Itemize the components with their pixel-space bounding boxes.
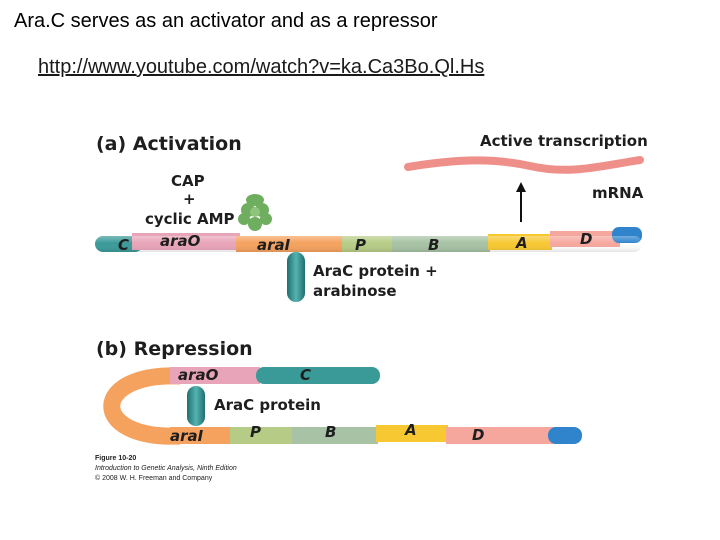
segment-d-a: D <box>580 230 592 248</box>
slide-title: Ara.C serves as an activator and as a re… <box>14 10 438 32</box>
segment-b-a: B <box>428 236 439 254</box>
dna-repression-loop <box>103 367 582 445</box>
segment-a-b: A <box>404 421 417 439</box>
figure-caption-book: Introduction to Genetic Analysis, Ninth … <box>95 465 237 472</box>
arac-protein-activation <box>287 252 305 302</box>
segment-arai-a: araI <box>257 236 291 254</box>
youtube-link[interactable]: http://www.youtube.com/watch?v=ka.Ca3Bo.… <box>38 56 485 78</box>
segment-p-b: P <box>250 423 261 441</box>
segment-c-a: C <box>118 236 129 254</box>
arac-arabinose-label-1: AraC protein + <box>313 262 438 280</box>
arac-protein-label: AraC protein <box>214 396 321 414</box>
segment-b-b: B <box>325 423 336 441</box>
cyclic-amp-label: cyclic AMP <box>145 210 235 228</box>
arrow-head-icon <box>516 182 526 192</box>
figure-caption-copyright: © 2008 W. H. Freeman and Company <box>95 474 213 482</box>
segment-c-b: C <box>300 366 311 384</box>
mrna-strand <box>404 156 644 174</box>
mrna-label: mRNA <box>592 184 644 202</box>
cap-protein-icon <box>238 194 272 231</box>
plus-label: + <box>183 190 196 208</box>
dna-activation <box>95 227 642 252</box>
segment-d-b: D <box>472 426 484 444</box>
repression-heading: (b) Repression <box>96 338 253 360</box>
segment-arao-a: araO <box>160 232 201 250</box>
cap-label: CAP <box>171 172 205 190</box>
segment-arai-b: araI <box>170 427 204 445</box>
segment-arao-b: araO <box>178 366 219 384</box>
active-transcription-label: Active transcription <box>480 132 648 150</box>
segment-a-a: A <box>515 234 528 252</box>
arac-protein-repression <box>187 386 205 426</box>
activation-heading: (a) Activation <box>96 133 242 155</box>
segment-p-a: P <box>355 236 366 254</box>
figure-caption-number: Figure 10-20 <box>95 455 136 462</box>
arac-arabinose-label-2: arabinose <box>313 282 397 300</box>
